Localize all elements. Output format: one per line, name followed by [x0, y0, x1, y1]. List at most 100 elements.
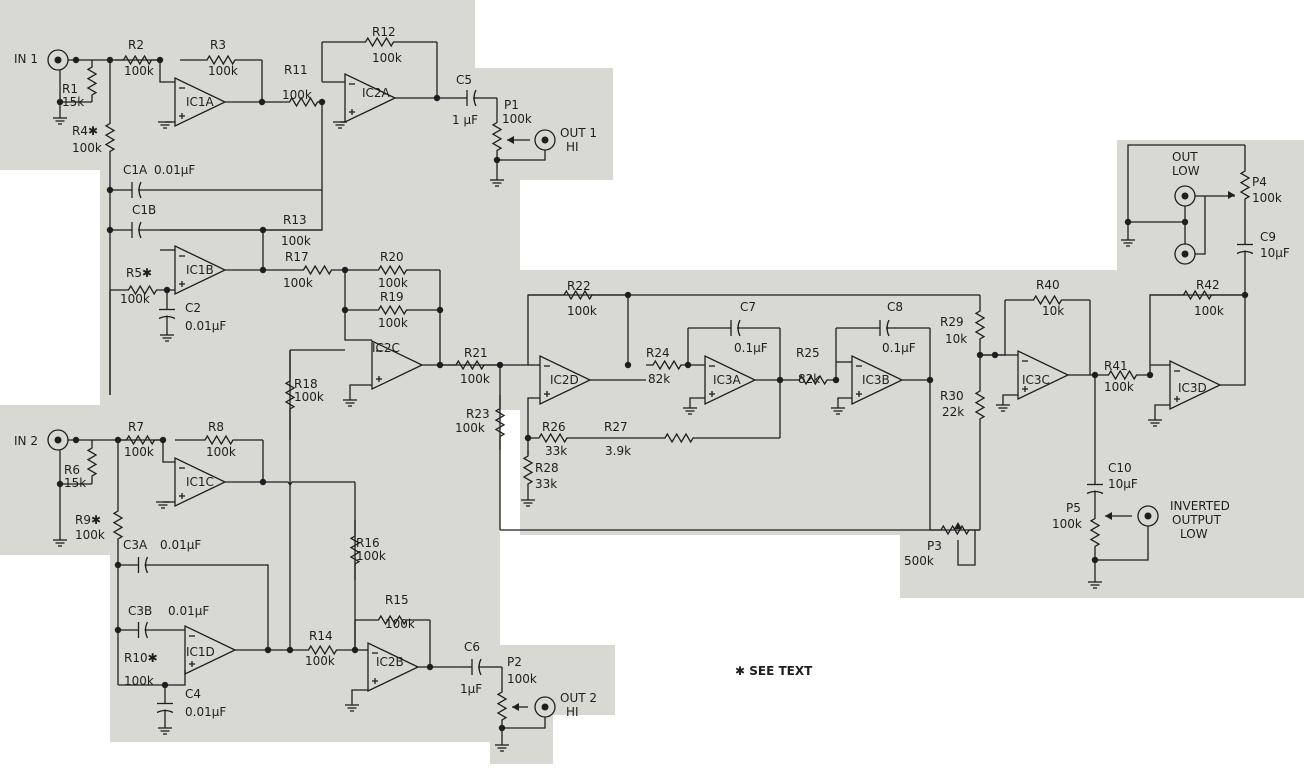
c3a-value: 0.01μF [160, 538, 201, 552]
c1b-capacitor [110, 221, 160, 239]
r42-label: R42 [1196, 278, 1220, 292]
jack-ring [534, 696, 556, 718]
wire [351, 689, 368, 705]
opamp-body [851, 354, 904, 406]
ground-icon [490, 179, 504, 187]
ic3d-opamp [1169, 359, 1222, 411]
junction-dot [624, 361, 632, 369]
c1b-label: C1B [132, 203, 156, 217]
c10-value: 10μF [1108, 477, 1138, 491]
r15-resistor [355, 614, 430, 626]
ic3a-opamp [704, 354, 757, 406]
c8-capacitor [836, 319, 930, 337]
c4-capacitor [156, 685, 174, 728]
opamp-body [367, 641, 420, 693]
opamp-body [174, 244, 227, 296]
r12-label: R12 [372, 25, 396, 39]
r7-label: R7 [128, 420, 144, 434]
opamp-body [704, 354, 757, 406]
r3-label: R3 [210, 38, 226, 52]
wire [1127, 144, 1245, 240]
inverted-output-jack [1137, 505, 1159, 527]
ic2d-opamp [539, 354, 592, 406]
ground-icon [160, 334, 174, 342]
r9-label: R9✱ [75, 513, 101, 527]
p1-wiper-arrow [507, 136, 514, 144]
p4-pot [1239, 145, 1251, 225]
c10-label: C10 [1108, 461, 1132, 475]
r10-value: 100k [124, 674, 154, 688]
r3-resistor [180, 54, 262, 66]
opamp-body [539, 354, 592, 406]
c1a-value: 0.01μF [154, 163, 195, 177]
in2-label: IN 2 [14, 434, 38, 448]
c6-label: C6 [464, 640, 480, 654]
r26-value: 33k [545, 444, 567, 458]
out1-jack [534, 129, 556, 151]
out2-hi-label: HI [566, 705, 579, 719]
ground-icon [1088, 581, 1102, 589]
r9-resistor [112, 505, 124, 545]
wire [349, 384, 372, 400]
ground-icon [158, 727, 172, 735]
capacitor-plate [158, 315, 176, 320]
capacitor-plate [473, 89, 477, 107]
inverted-output-label: OUTPUT [1172, 513, 1222, 527]
capacitor-plate [1086, 490, 1104, 495]
ic2a-label: IC2A [362, 86, 391, 100]
ground-icon [53, 117, 67, 125]
c3b-value: 0.01μF [168, 604, 209, 618]
r7-resistor [118, 434, 163, 446]
r22-value: 100k [567, 304, 597, 318]
r26-resistor [528, 432, 578, 444]
wire [1220, 295, 1246, 386]
out1-hi-label: HI [566, 140, 579, 154]
capacitor-plate [144, 621, 149, 639]
p2-value: 100k [507, 672, 537, 686]
c5-value: 1 μF [452, 113, 478, 127]
r42-value: 100k [1194, 304, 1224, 318]
c5-capacitor [455, 89, 485, 107]
outlow-low-label: LOW [1172, 164, 1200, 178]
jack-ring [1174, 185, 1196, 207]
jack-ring [47, 49, 69, 71]
r30-label: R30 [940, 389, 964, 403]
wires [56, 42, 1249, 732]
ic3c-label: IC3C [1022, 373, 1050, 387]
opamp-body [174, 76, 227, 128]
p4-wiper-arrow [1228, 191, 1235, 199]
ic2c-label: IC2C [372, 341, 400, 355]
r8-value: 100k [206, 445, 236, 459]
wire [160, 670, 186, 686]
capacitor-plate [478, 658, 482, 676]
p2-label: P2 [507, 655, 522, 669]
r25-label: R25 [796, 346, 820, 360]
r23-label: R23 [466, 407, 490, 421]
junction-dot [264, 646, 272, 654]
jack-pin [1144, 512, 1152, 520]
c3b-capacitor [118, 621, 165, 639]
c7-value: 0.1μF [734, 341, 768, 355]
jack-pin [1181, 250, 1189, 258]
r41-value: 100k [1104, 380, 1134, 394]
r27-resistor [578, 432, 780, 444]
junction-dot [259, 226, 267, 234]
r27-label: R27 [604, 420, 628, 434]
r2-value: 100k [124, 64, 154, 78]
r11-value: 100k [282, 88, 312, 102]
ground-icon [345, 704, 359, 712]
r23-value: 100k [455, 421, 485, 435]
r28-value: 33k [535, 477, 557, 491]
ground-icon [683, 407, 697, 415]
r40-value: 10k [1042, 304, 1064, 318]
r2-resistor [115, 54, 160, 66]
wire [502, 717, 546, 729]
ic1b-opamp [174, 244, 227, 296]
r1-label: R1 [62, 82, 78, 96]
r6-resistor [86, 440, 98, 484]
ic2a-opamp [344, 72, 397, 124]
ic2b-label: IC2B [376, 655, 404, 669]
r11-resistor [285, 96, 322, 108]
ground-icon [495, 744, 509, 752]
wire [160, 102, 323, 231]
